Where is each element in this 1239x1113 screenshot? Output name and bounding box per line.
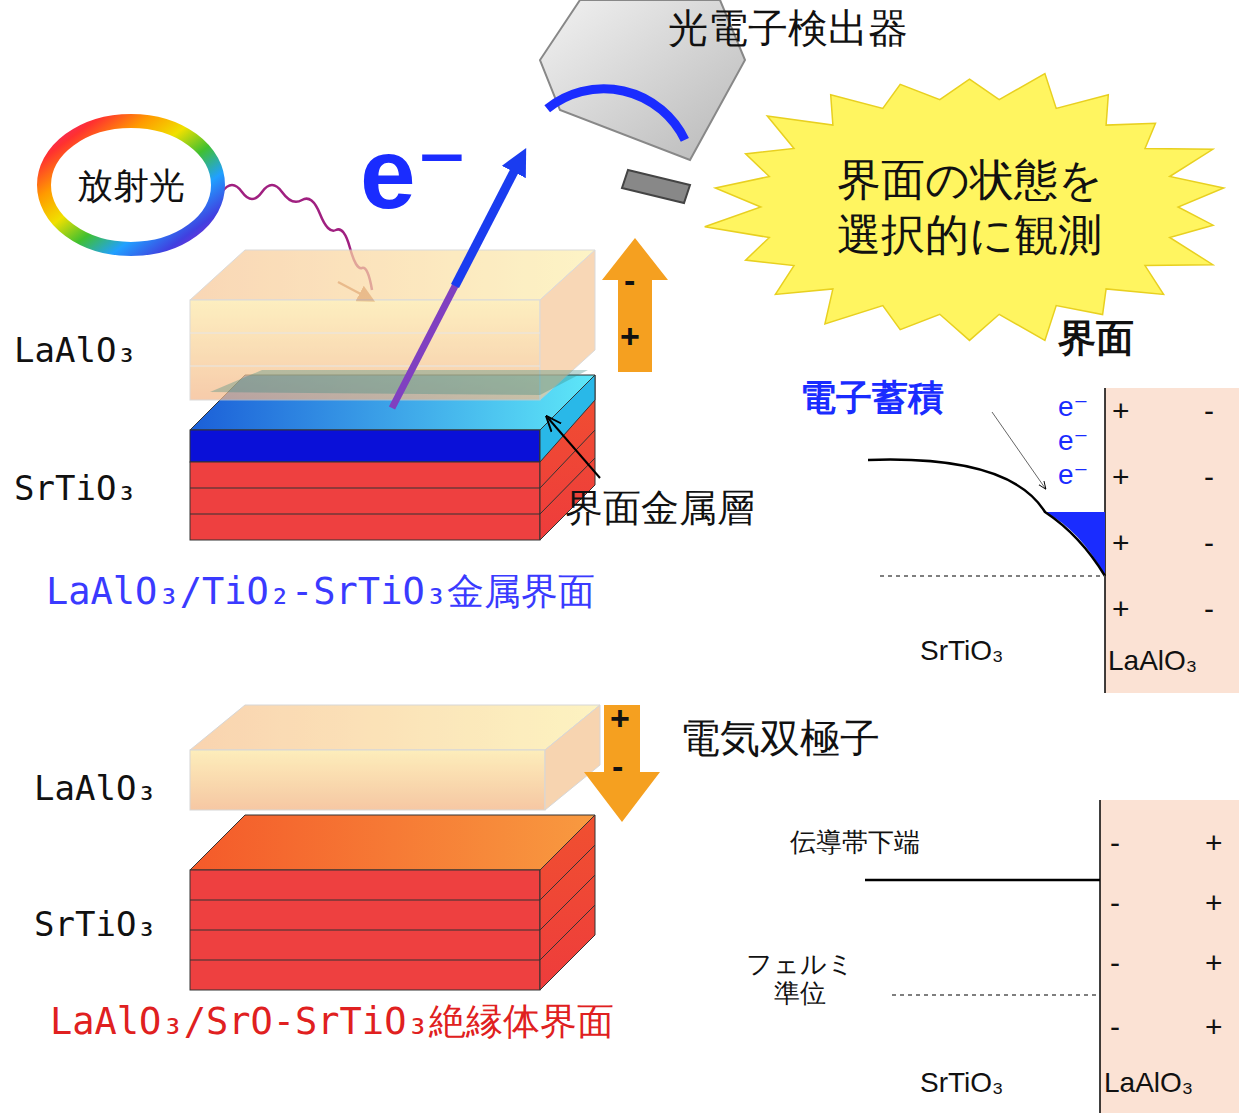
material-label: LaAlO₃	[1108, 646, 1197, 677]
level-label: フェルミ 準位	[740, 950, 860, 1007]
charge-sign: -	[1110, 826, 1120, 859]
charge-sign: -	[1110, 1010, 1120, 1043]
light-source-ring: 放射光	[35, 112, 227, 258]
charge-sign: -	[1110, 886, 1120, 919]
charge-sign: +	[1205, 1010, 1223, 1043]
layer-label: SrTiO₃	[14, 470, 137, 507]
interface-title: LaAlO₃/TiO₂-SrTiO₃金属界面	[46, 572, 595, 613]
node-text: 界面の状態を 選択的に観測	[827, 152, 1112, 262]
material-label: LaAlO₃	[1104, 1068, 1193, 1099]
electron-symbol: e⁻	[1058, 426, 1088, 457]
charge-sign: +	[620, 318, 640, 355]
material-label: SrTiO₃	[920, 636, 1003, 667]
layer-label: SrTiO₃	[34, 906, 157, 943]
synchrotron-ring	[44, 121, 218, 249]
band-diagram-bottom	[865, 800, 1239, 1113]
srtio3-stack-bottom	[190, 815, 595, 990]
annotation: 電子蓄積	[800, 378, 944, 418]
layer-label: LaAlO₃	[34, 770, 157, 807]
node-shape	[700, 66, 1239, 348]
axis-label: 界面	[1058, 318, 1134, 360]
charge-sign: -	[1204, 394, 1214, 427]
level-label: 伝導帯下端	[790, 828, 920, 857]
charge-sign: -	[624, 262, 635, 299]
charge-sign: +	[1112, 592, 1130, 625]
detector-label: 光電子検出器	[668, 6, 908, 50]
electron-symbol: e⁻	[1058, 392, 1088, 423]
band-diagram-top	[868, 388, 1239, 693]
layer-label: 界面金属層	[565, 488, 755, 530]
charge-sign: -	[612, 748, 623, 785]
charge-sign: -	[1110, 946, 1120, 979]
charge-sign: -	[1204, 592, 1214, 625]
charge-sign: +	[1112, 460, 1130, 493]
charge-sign: +	[610, 700, 630, 737]
dipole-arrow-up	[602, 238, 668, 372]
interface-title: LaAlO₃/SrO-SrTiO₃絶縁体界面	[50, 1002, 614, 1043]
node-text: 放射光	[77, 163, 185, 208]
electron-symbol: e⁻	[360, 118, 468, 228]
leader-line	[548, 418, 600, 478]
charge-sign: -	[1204, 460, 1214, 493]
material-label: SrTiO₃	[920, 1068, 1003, 1099]
laalo3-slab-top	[190, 250, 595, 400]
charge-sign: +	[1205, 826, 1223, 859]
charge-sign: +	[1112, 526, 1130, 559]
electron-symbol: e⁻	[1058, 460, 1088, 491]
laalo3-slab-bottom	[190, 705, 600, 810]
charge-sign: +	[1205, 886, 1223, 919]
charge-sign: -	[1204, 526, 1214, 559]
charge-sign: +	[1112, 394, 1130, 427]
layer-label: LaAlO₃	[14, 332, 137, 369]
charge-sign: +	[1205, 946, 1223, 979]
callout-starburst: 界面の状態を 選択的に観測	[700, 66, 1239, 348]
annotation: 電気双極子	[680, 716, 880, 760]
starburst	[705, 74, 1224, 341]
